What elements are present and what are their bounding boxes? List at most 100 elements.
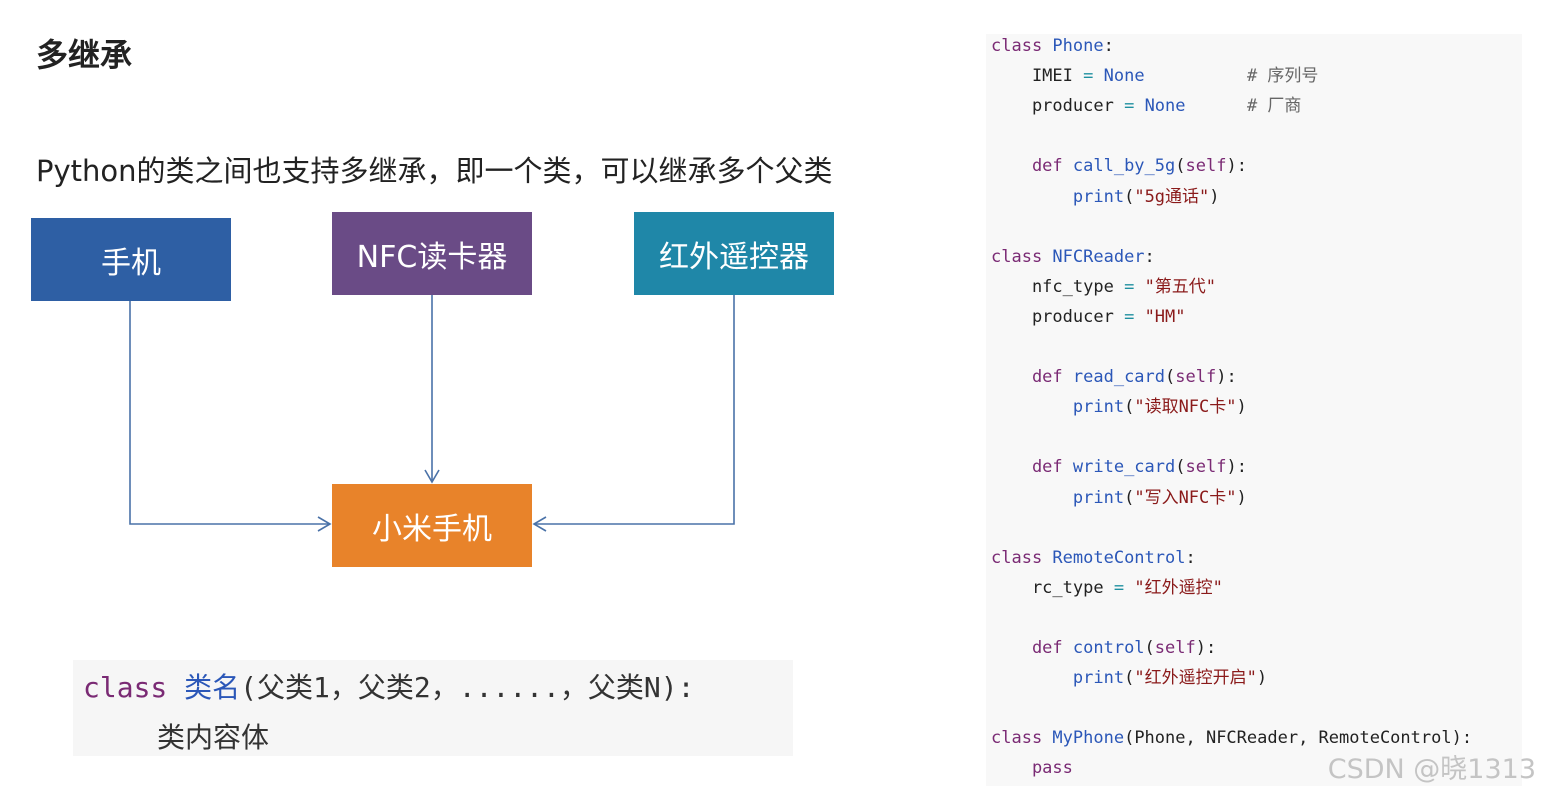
watermark: CSDN @晓1313 [1327,754,1536,785]
code-token: "HM" [1144,306,1186,327]
code-token: "读取NFC卡" [1134,397,1237,418]
code-token: : [1144,246,1155,267]
class-box-nfc: NFC读卡器 [332,212,532,295]
code-token: : [1103,36,1114,56]
code-token: class [991,547,1053,568]
code-token: None [1103,66,1145,87]
code-token: write_card [1072,457,1176,478]
code-token: self [1175,367,1217,388]
code-line: class NFCReader: [991,245,1155,269]
code-line: print("写入NFC卡") [991,486,1247,510]
code-token [1145,66,1247,86]
code-panel: class Phone: IMEI = None # 序列号 producer … [986,34,1522,786]
code-token: class [991,728,1053,749]
code-line: producer = None # 厂商 [991,94,1301,118]
code-token [991,488,1073,508]
code-line: print("红外遥控开启") [991,666,1267,690]
code-token: print [1072,186,1125,207]
code-token: (Phone, NFCReader, RemoteControl): [1124,728,1473,749]
code-token: = [1124,276,1135,297]
code-line: class Phone: [991,34,1114,58]
code-line: class RemoteControl: [991,546,1196,570]
code-token: rc_type [991,577,1114,598]
code-token: ): [1226,457,1247,478]
code-line: print("读取NFC卡") [991,395,1247,419]
code-token: ( [1175,457,1186,478]
syntax-parents: (父类1，父类2，......，父类N): [240,671,695,704]
class-box-remote: 红外遥控器 [634,212,834,295]
code-token: print [1072,668,1125,689]
code-token: ( [1165,367,1176,388]
page-title: 多继承 [36,36,133,74]
code-token: pass [991,758,1073,779]
code-token: ): [1216,367,1237,388]
code-token: "红外遥控开启" [1134,668,1257,689]
code-token: NFCReader [1052,246,1145,267]
code-token: = [1083,66,1094,87]
code-token: # 序列号 [1246,66,1319,87]
code-token: print [1072,397,1125,418]
syntax-body: 类内容体 [157,721,270,754]
code-line: def control(self): [991,636,1216,660]
code-token: "写入NFC卡" [1134,487,1237,508]
code-token: = [1113,577,1125,598]
class-box-phone: 手机 [31,218,231,301]
code-token: ( [1144,638,1155,658]
code-line: producer = "HM" [991,305,1186,329]
arrow-phone-to-mi [129,301,330,525]
arrow-remote-to-mi [534,295,735,525]
code-line: def write_card(self): [991,455,1247,479]
arrowhead-nfc [424,469,440,484]
page-subtitle: Python的类之间也支持多继承，即一个类，可以继承多个父类 [36,154,833,188]
class-box-remote-label: 红外遥控器 [659,239,809,275]
code-token: ( [1124,668,1135,689]
code-token: # 厂商 [1246,96,1302,117]
code-token: = [1124,96,1135,117]
code-token: print [1072,487,1125,508]
code-token: producer [991,96,1125,117]
syntax-line-1: class 类名(父类1，父类2，......，父类N): [83,666,694,706]
code-line: rc_type = "红外遥控" [991,576,1223,600]
code-token: None [1144,96,1186,117]
code-token: "红外遥控" [1134,577,1223,598]
code-token [1134,307,1144,327]
code-token: nfc_type [991,276,1125,297]
code-token [991,187,1073,207]
syntax-keyword: class [83,671,168,704]
code-line: print("5g通话") [991,185,1220,209]
code-token: "第五代" [1144,276,1217,297]
code-line: class MyPhone(Phone, NFCReader, RemoteCo… [991,726,1472,750]
code-token [991,397,1073,417]
code-token [1186,96,1247,116]
code-token: producer [991,306,1125,327]
code-token: class [991,36,1053,56]
code-token: : [1185,547,1196,568]
code-line: IMEI = None # 序列号 [991,64,1318,88]
code-token: def [991,457,1073,478]
code-line: pass [991,756,1073,780]
code-token: ( [1175,156,1186,177]
code-token: ): [1226,156,1247,177]
code-token: ) [1236,397,1247,418]
code-token: def [991,156,1073,177]
code-token [1093,66,1103,86]
arrowhead-phone [317,516,332,532]
code-token: ): [1195,638,1217,658]
code-token: Phone [1052,36,1104,56]
inheritance-arrows [129,295,735,532]
code-token: def [991,638,1073,658]
class-box-mi-label: 小米手机 [372,511,492,547]
code-token: call_by_5g [1072,156,1176,177]
code-token: read_card [1072,367,1166,388]
code-token [1124,578,1134,598]
code-line: def call_by_5g(self): [991,154,1247,178]
code-token: ( [1124,397,1135,418]
class-box-nfc-label: NFC读卡器 [356,239,508,275]
class-box-phone-label: 手机 [101,245,161,281]
syntax-box: class 类名(父类1，父类2，......，父类N): 类内容体 [73,660,793,756]
code-token: MyPhone [1052,728,1125,749]
code-token: class [991,246,1053,267]
class-box-mi: 小米手机 [332,484,532,567]
code-token [991,668,1073,688]
code-token [1134,277,1144,297]
